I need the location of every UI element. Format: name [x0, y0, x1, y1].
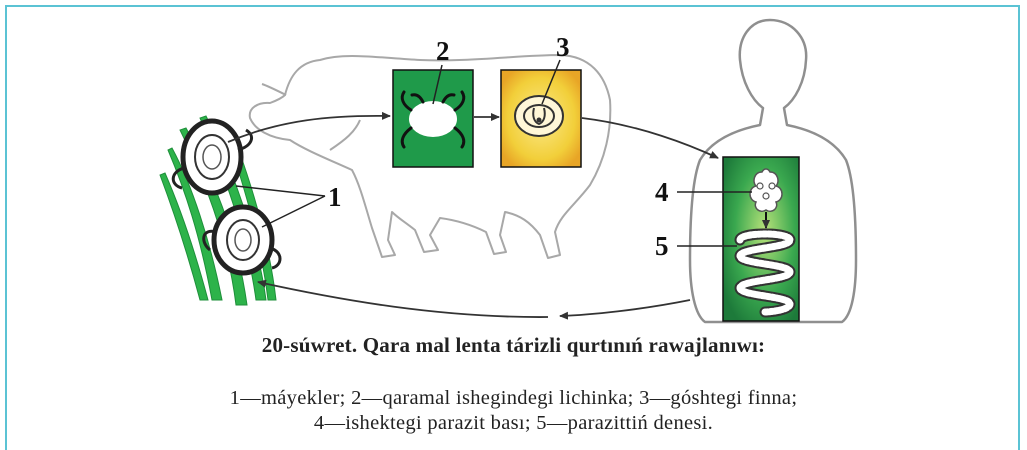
- human-outline: [688, 18, 858, 324]
- figure-caption-title: 20-súwret. Qara mal lenta tárizli qurtın…: [261, 333, 766, 357]
- egg-icon: [202, 204, 282, 276]
- label-2: 2: [436, 36, 450, 66]
- label-4: 4: [655, 177, 669, 207]
- leader-lines: [235, 59, 752, 247]
- label-5: 5: [655, 231, 669, 261]
- label-3: 3: [556, 32, 570, 62]
- cycle-arrows: [227, 111, 719, 320]
- larva-panel: [392, 69, 474, 168]
- intestine-panel: [722, 156, 800, 322]
- egg-icon: [171, 118, 254, 196]
- figure-frame: [5, 5, 1020, 450]
- figure-legend: 1—máyekler; 2—qaramal ishegindegi lichin…: [0, 386, 1027, 436]
- legend-line: 4—ishektegi parazit bası; 5—parazittiń d…: [313, 412, 714, 434]
- legend-line: 1—máyekler; 2—qaramal ishegindegi lichin…: [229, 387, 798, 409]
- parasite-head-icon: [749, 168, 783, 213]
- life-cycle-diagram: 1 2 3 4 5: [159, 18, 858, 324]
- cow-outline: [248, 54, 612, 259]
- finna-panel: [500, 69, 582, 168]
- label-1: 1: [328, 182, 342, 212]
- tapeworm-body-icon: [734, 228, 796, 318]
